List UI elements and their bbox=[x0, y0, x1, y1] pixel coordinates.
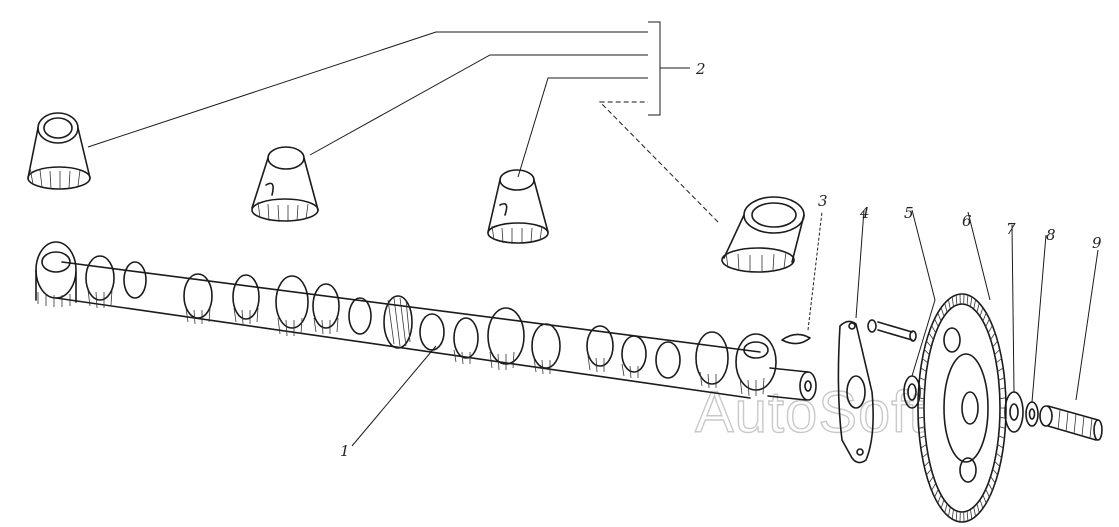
callout-4: 4 bbox=[859, 204, 870, 222]
callout-8: 8 bbox=[1046, 226, 1056, 244]
camshaft-leader bbox=[351, 345, 437, 447]
flange-bolt bbox=[867, 319, 917, 342]
thrust-flange bbox=[837, 209, 874, 464]
gear-retaining-bolt bbox=[1039, 249, 1103, 441]
bearing-leader-lines bbox=[87, 21, 719, 223]
camshaft-rear-spigot bbox=[767, 367, 817, 401]
camshaft bbox=[35, 241, 817, 401]
spacer-ring bbox=[903, 209, 936, 409]
bearing-shell-1 bbox=[27, 112, 91, 190]
woodruff-key bbox=[781, 211, 823, 345]
callout-7: 7 bbox=[1006, 220, 1016, 238]
callout-1: 1 bbox=[340, 442, 350, 460]
gear-washer bbox=[1004, 224, 1024, 433]
callout-2: 2 bbox=[695, 60, 706, 78]
helical-drive-gear bbox=[383, 295, 413, 349]
callout-5: 5 bbox=[904, 204, 914, 222]
cam-lobes bbox=[85, 255, 777, 391]
bearing-shell-3 bbox=[487, 169, 549, 244]
callout-3: 3 bbox=[818, 192, 828, 210]
callout-9: 9 bbox=[1092, 234, 1102, 252]
lock-washer bbox=[1025, 234, 1047, 427]
bearing-shell-2 bbox=[251, 146, 319, 223]
camshaft-timing-gear bbox=[917, 211, 1007, 523]
bearing-shell-4 bbox=[721, 196, 805, 273]
cam-lobe-hatching bbox=[87, 289, 765, 397]
callout-6: 6 bbox=[962, 212, 972, 230]
